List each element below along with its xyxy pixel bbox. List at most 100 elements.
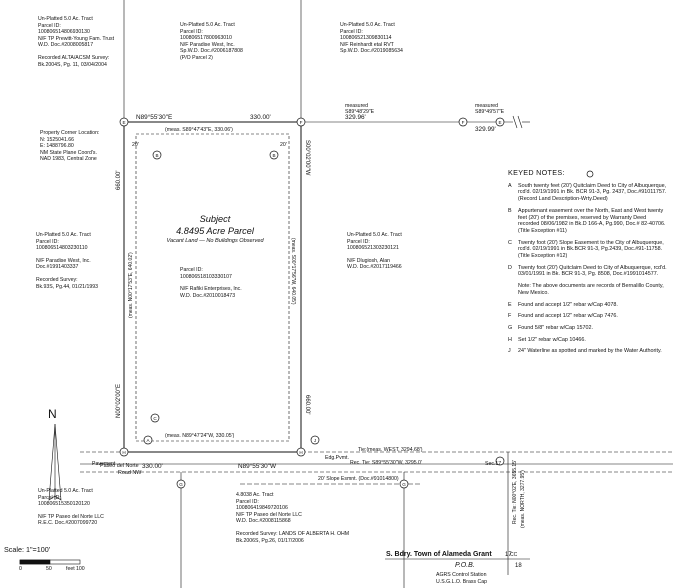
scale-label: Scale: 1"=100': [4, 545, 51, 554]
monument-f-east: [458, 117, 468, 127]
edge-pavement-label: Edg.Pvmt.: [325, 455, 349, 461]
monument-h-se: [296, 447, 306, 457]
north-bearing-label: N89°55'30"E: [136, 113, 172, 121]
break-line: [512, 115, 523, 129]
measured-far-label: measured: [475, 103, 498, 109]
south-measured-label: (meas. N89°47'24"W, 330.05'): [165, 433, 235, 439]
west-tract-label: Un-Platted 5.0 Ac. Tract Parcel ID: 1008…: [36, 232, 99, 290]
tag-g-south: G: [179, 482, 183, 487]
monument-e-nw: [119, 117, 129, 127]
east-tract-label: Un-Platted 5.0 Ac. Tract Parcel ID: 1008…: [347, 232, 402, 271]
tag-g-southeast: G: [402, 482, 406, 487]
tie-label: Tie:(meas. WEST, 3294.68'): [358, 447, 423, 453]
north-tract-label: Un-Platted 5.0 Ac. Tract Parcel ID: 1008…: [180, 22, 243, 61]
subject-title: Subject: [199, 214, 231, 224]
closing-corner-label: CC: [510, 552, 518, 558]
record-tie-label: Rec. Tie: S89°55'30"W, 3295.0': [350, 460, 422, 466]
easement-width-east: 20': [280, 142, 287, 148]
tag-h-se: H: [299, 450, 302, 455]
monument-g-south: [176, 479, 186, 489]
record-east-tie: Rec. Tie: N00°02'E, 3655.15': [512, 460, 518, 524]
tag-c: C: [153, 416, 157, 421]
scale-bar-fill: [19, 559, 51, 565]
southwest-tract-label: Un-Platted 5.0 Ac. Tract Parcel ID: 1008…: [38, 488, 104, 527]
northwest-tract-label: Un-Platted 5.0 Ac. Tract Parcel ID: 1008…: [38, 16, 115, 68]
section-corner-circle: [495, 456, 505, 466]
east-bearing-label: S00°02'00"W: [304, 140, 310, 176]
east-distance-label: 660.00': [304, 395, 310, 415]
grant-boundary-label: S. Bdry. Town of Alameda Grant: [386, 551, 492, 558]
scale-hundred: 100: [76, 566, 85, 572]
pob-label: P.O.B.: [455, 562, 475, 569]
tag-b-west-circle: [152, 150, 162, 160]
section-17: 17: [505, 552, 512, 558]
scale-fifty: 50: [46, 566, 52, 572]
subject-acreage: 4.8495 Acre Parcel: [176, 226, 254, 236]
northeast-tract-label: Un-Platted 5.0 Ac. Tract Parcel ID: 1008…: [340, 22, 403, 55]
east-measured-label: (meas. S00°17'56"W, 640.05'): [290, 238, 296, 305]
subject-parcel-heading: Subject 4.8495 Acre Parcel Vacant Land —…: [160, 213, 270, 245]
section-18: 18: [515, 563, 522, 569]
measured-east-value: S89°48'29"E: [345, 109, 375, 115]
keyed-notes-symbol: [586, 170, 594, 178]
subject-parcel-details: Parcel ID: 100806518103330107 N/F Rafiki…: [180, 267, 242, 299]
measured-far-value: S89°49'57"E: [475, 109, 505, 115]
tag-a: A: [146, 438, 150, 443]
keyed-note-records: Note: The above documents are records of…: [518, 283, 664, 296]
measured-east-dist: 329.96': [345, 114, 366, 121]
section-label: Sec.17: [485, 461, 501, 467]
monument-h-sw: [119, 447, 129, 457]
south-tract-label: 4.8038 Ac. Tract Parcel ID: 100806419849…: [236, 492, 350, 544]
measured-east-label: measured: [345, 103, 368, 109]
south-bearing-label: N89°55'30"W: [238, 462, 277, 470]
tag-j: J: [314, 438, 316, 443]
measured-far-dist: 329.99': [475, 126, 496, 133]
west-bearing-label: N00°02'00"E: [116, 384, 122, 418]
slope-easement-label: 20' Slope Esmnt. (Doc.#91014800): [318, 476, 399, 482]
usglo-label: U.S.G.L.O. Brass Cap: [436, 579, 487, 585]
easement-outline: [135, 133, 290, 442]
south-distance-label: 330.00': [142, 463, 163, 470]
tag-a-circle: [143, 435, 153, 445]
west-measured-label: (meas. N00°17'53"E, 640.02'): [128, 252, 134, 318]
subject-description: Vacant Land — No Buildings Observed: [166, 238, 264, 244]
property-corner-label: Property Corner Location: N: 1525041.66 …: [40, 130, 100, 163]
tag-j-circle: [310, 435, 320, 445]
scale-feet: feet: [66, 566, 75, 572]
road-type-label: Road NW: [118, 470, 142, 476]
tag-f-east: F: [462, 120, 465, 125]
road-name-label: Paseo del Norte: [100, 463, 139, 469]
tag-e-nw: E: [122, 120, 125, 125]
tag-h-sw: H: [122, 450, 125, 455]
tag-b-east: B: [272, 153, 275, 158]
tag-c-circle: [150, 413, 160, 423]
scale-zero: 0: [19, 566, 22, 572]
pavement-label: Pavement: [92, 461, 116, 467]
tag-f-ne: F: [300, 120, 303, 125]
tag-b-west: B: [155, 153, 158, 158]
tag-e-far: E: [498, 120, 501, 125]
monument-g-southeast: [399, 479, 409, 489]
north-measured-label: (meas. S89°47'43"E, 330.06'): [165, 127, 233, 133]
west-distance-label: 660.00': [116, 171, 122, 191]
keyed-notes-header: KEYED NOTES:: [508, 168, 565, 177]
north-arrow-letter: N: [48, 407, 57, 421]
north-distance-label: 330.00': [250, 114, 271, 121]
agrs-label: AGRS Control Station: [436, 572, 487, 578]
easement-width-west: 20': [132, 142, 139, 148]
measured-east-tie: (meas. NORTH, 3277.95'): [520, 470, 526, 528]
monument-f-ne: [296, 117, 306, 127]
monument-e-far: [495, 117, 505, 127]
